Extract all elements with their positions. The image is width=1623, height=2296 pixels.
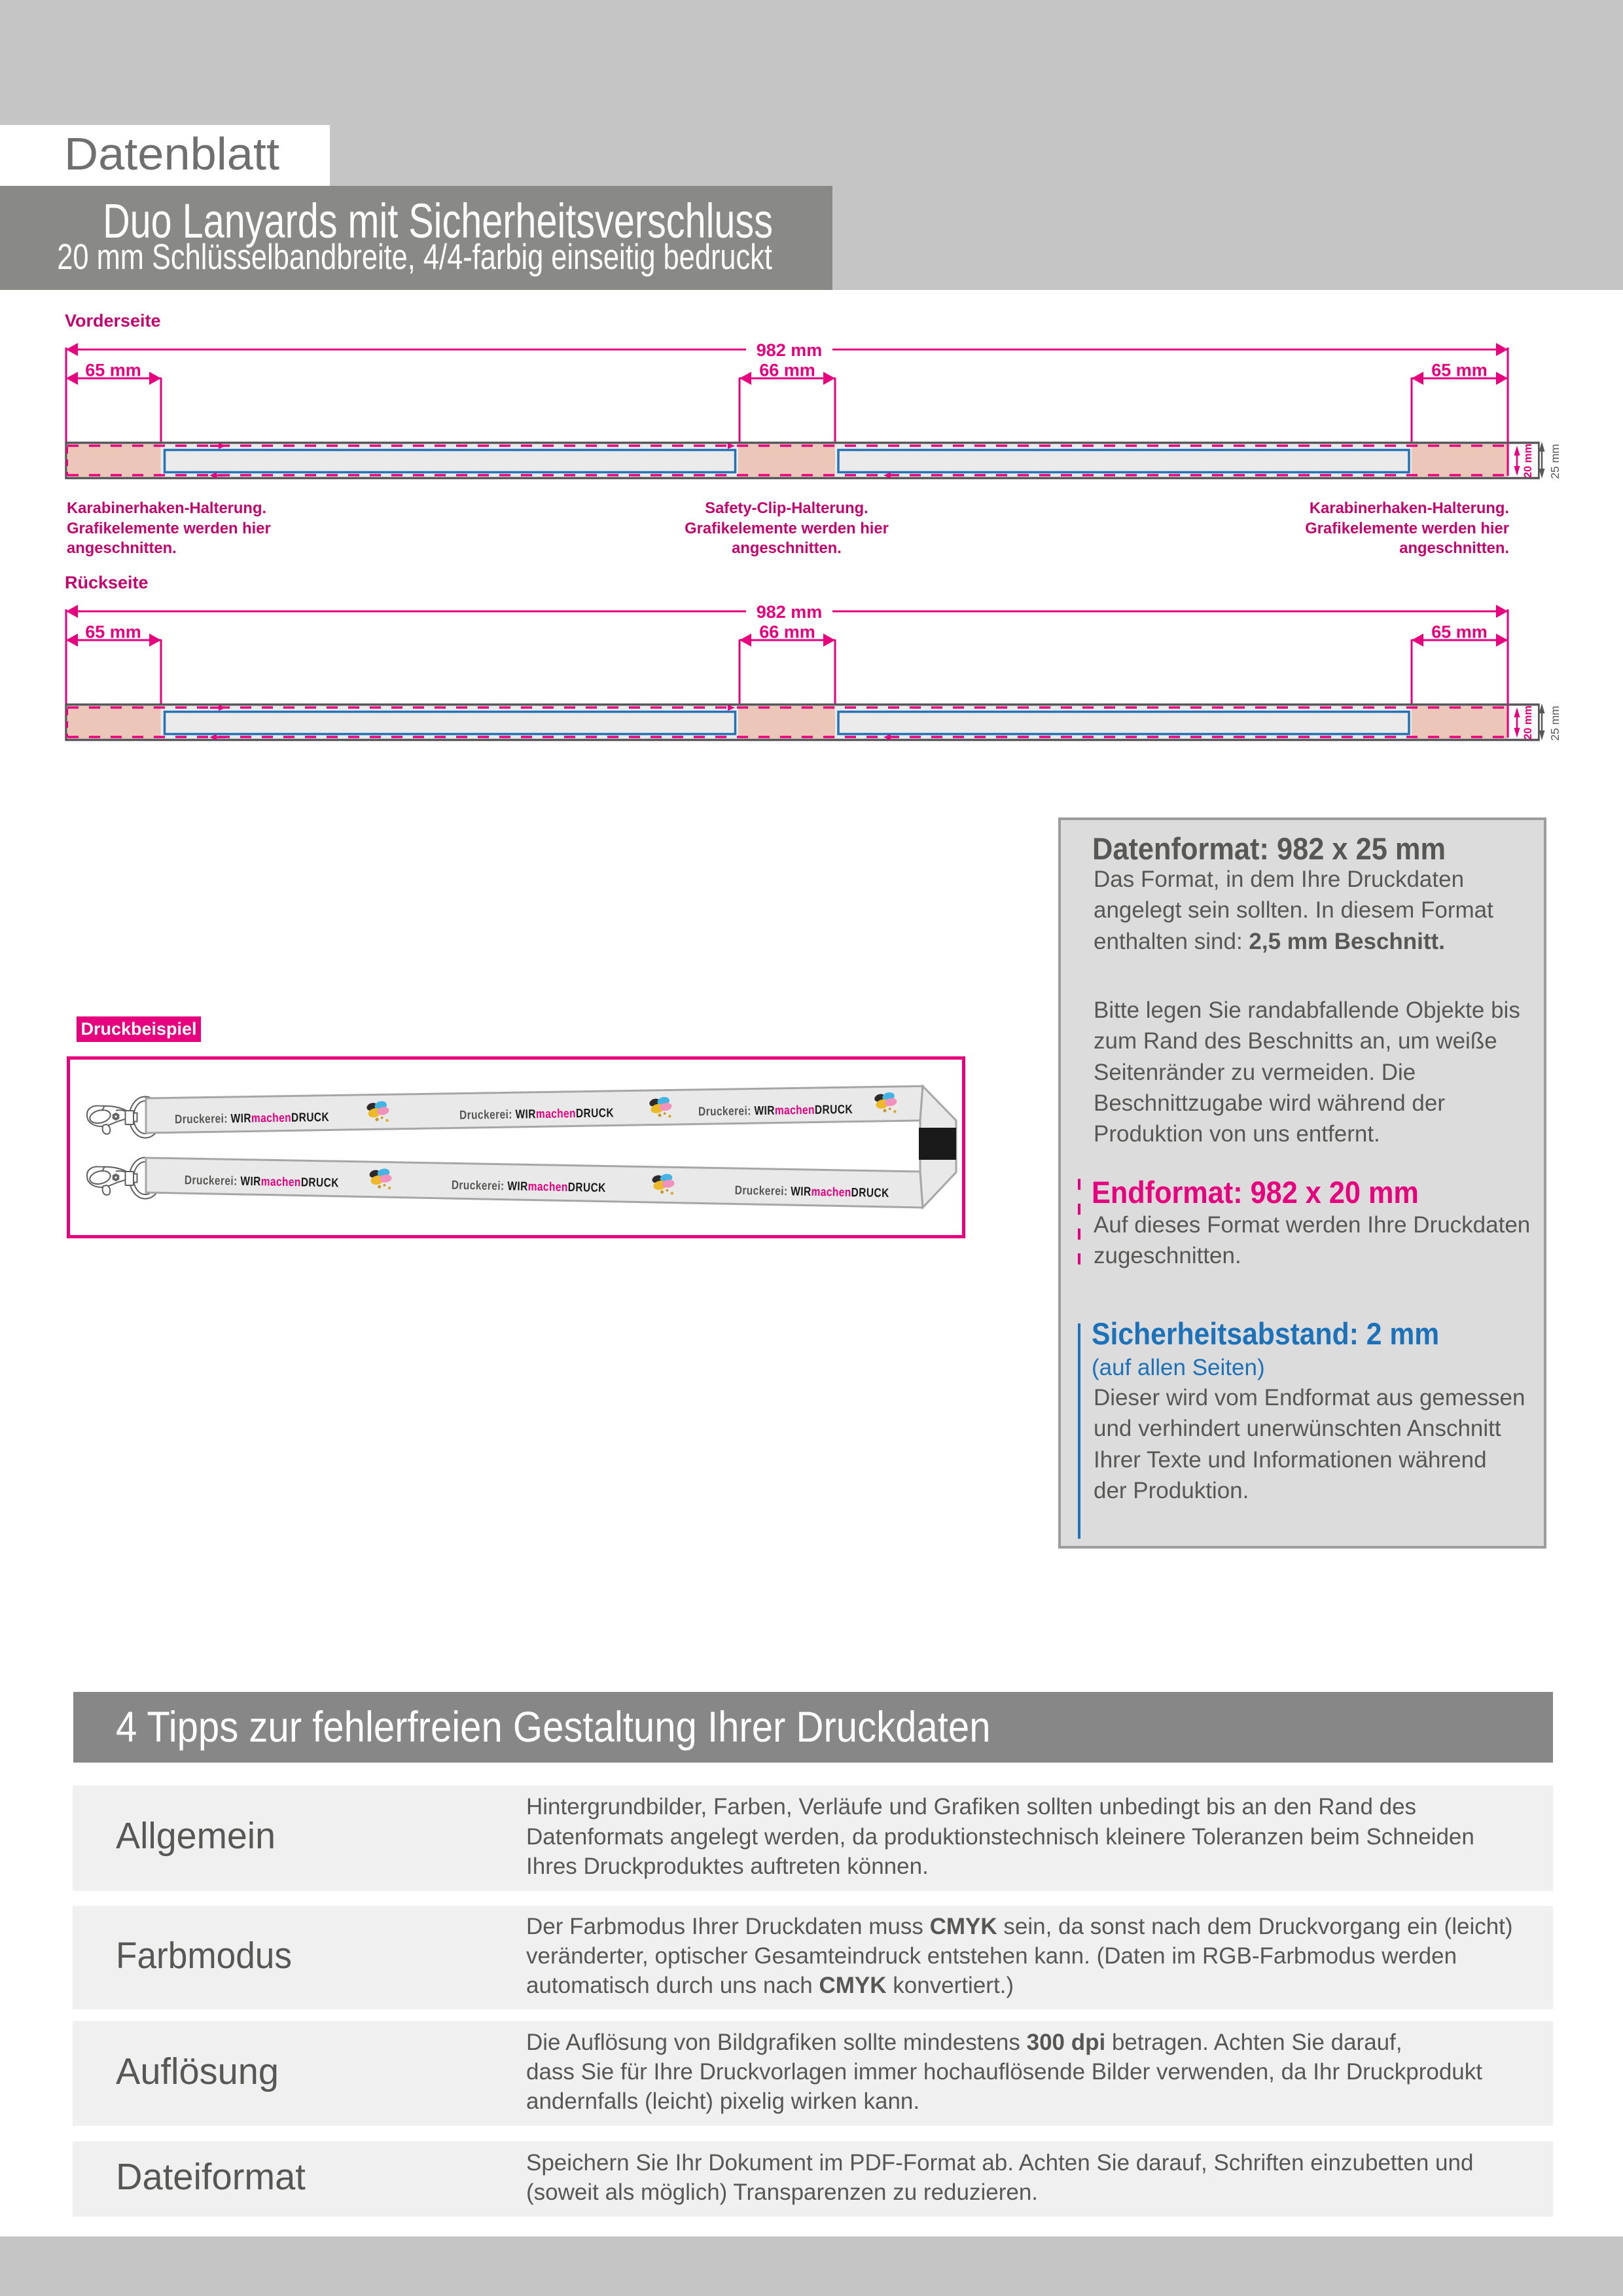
svg-text:Druckerei: WIRmachenDRUCK: Druckerei: WIRmachenDRUCK — [735, 1184, 889, 1200]
svg-text:Druckerei: WIRmachenDRUCK: Druckerei: WIRmachenDRUCK — [452, 1179, 606, 1195]
svg-text:Druckerei: WIRmachenDRUCK: Druckerei: WIRmachenDRUCK — [175, 1111, 329, 1126]
svg-text:Druckerei: WIRmachenDRUCK: Druckerei: WIRmachenDRUCK — [185, 1174, 339, 1190]
svg-text:Druckerei: WIRmachenDRUCK: Druckerei: WIRmachenDRUCK — [698, 1103, 853, 1119]
svg-text:Druckerei: WIRmachenDRUCK: Druckerei: WIRmachenDRUCK — [459, 1106, 614, 1122]
